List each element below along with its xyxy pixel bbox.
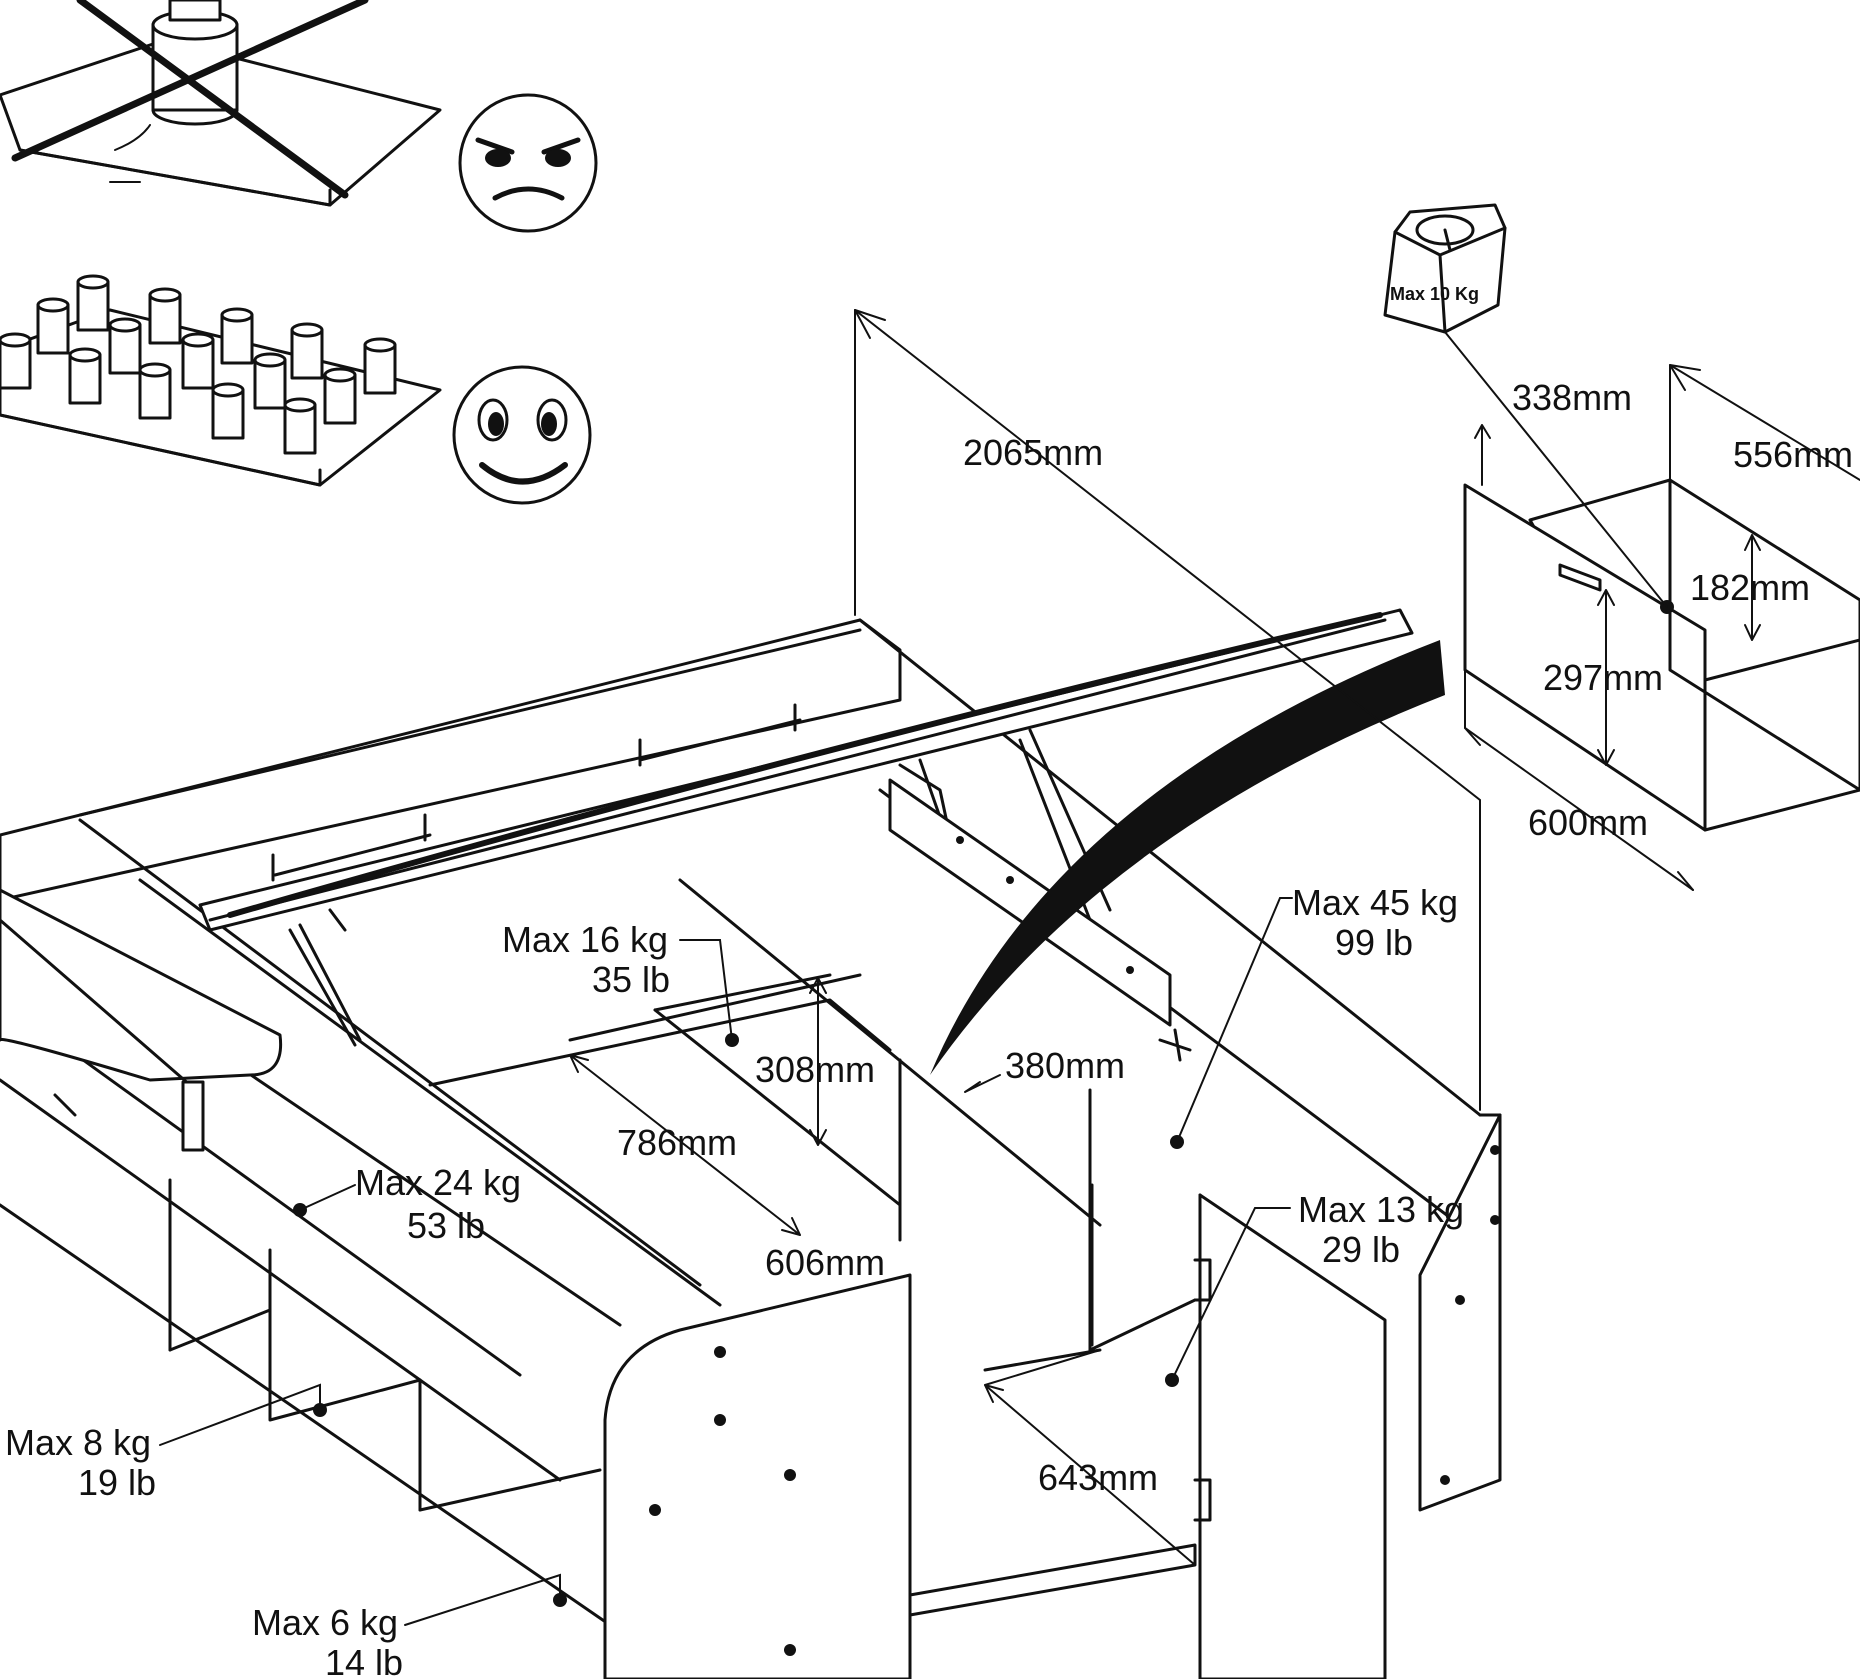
dim-cabinet-width-label: 606mm xyxy=(765,1242,885,1283)
dim-compartment-height-label: 308mm xyxy=(755,1049,875,1090)
bed-frame xyxy=(0,618,1502,1679)
dim-drawer-width-label: 556mm xyxy=(1733,434,1853,475)
wrong-load-illustration xyxy=(0,0,442,207)
load-small-compartment-lb: 35 lb xyxy=(592,959,670,1000)
dim-length-label: 2065mm xyxy=(963,432,1103,473)
load-cabinet-lb: 29 lb xyxy=(1322,1229,1400,1270)
weight-label: Max 10 Kg xyxy=(1390,284,1479,304)
dimension-lines xyxy=(569,309,1860,1566)
lift-up-lid xyxy=(198,608,1445,1075)
load-shelf-lb: 53 lb xyxy=(407,1205,485,1246)
weight-icon: Max 10 Kg xyxy=(1383,203,1507,334)
load-pointers xyxy=(159,897,1293,1626)
load-main-compartment-kg: Max 45 kg xyxy=(1292,882,1458,923)
load-bottom-shelf-kg: Max 6 kg xyxy=(252,1602,398,1643)
cross-line-2 xyxy=(11,0,369,162)
load-bottom-shelf-lb: 14 lb xyxy=(325,1642,403,1679)
cross-line-1 xyxy=(76,0,349,199)
dim-drawer-front-width-label: 600mm xyxy=(1528,802,1648,843)
load-small-compartment-kg: Max 16 kg xyxy=(502,919,668,960)
dim-cabinet-depth-label: 643mm xyxy=(1038,1457,1158,1498)
dim-drawer-depth-label: 338mm xyxy=(1512,377,1632,418)
load-lower-shelf-kg: Max 8 kg xyxy=(5,1422,151,1463)
drawer-illustration xyxy=(1463,478,1860,832)
load-shelf-kg: Max 24 kg xyxy=(355,1162,521,1203)
dim-compartment-length-label: 786mm xyxy=(617,1122,737,1163)
smiling-face-icon xyxy=(452,365,592,505)
weight-grid xyxy=(0,274,397,455)
dim-drawer-inner-height-label: 182mm xyxy=(1690,567,1810,608)
dim-inner-width-label: 380mm xyxy=(1005,1045,1125,1086)
load-lower-shelf-lb: 19 lb xyxy=(78,1462,156,1503)
dim-drawer-front-height-label: 297mm xyxy=(1543,657,1663,698)
load-cabinet-kg: Max 13 kg xyxy=(1298,1189,1464,1230)
lift-arrow-icon xyxy=(930,640,1445,1075)
weight-pointer xyxy=(1444,331,1668,608)
frowning-face-icon xyxy=(458,93,598,233)
labels: 2065mm 338mm 556mm 182mm 297mm 600mm Max… xyxy=(5,377,1853,1679)
correct-load-illustration xyxy=(0,274,442,487)
load-main-compartment-lb: 99 lb xyxy=(1335,922,1413,963)
